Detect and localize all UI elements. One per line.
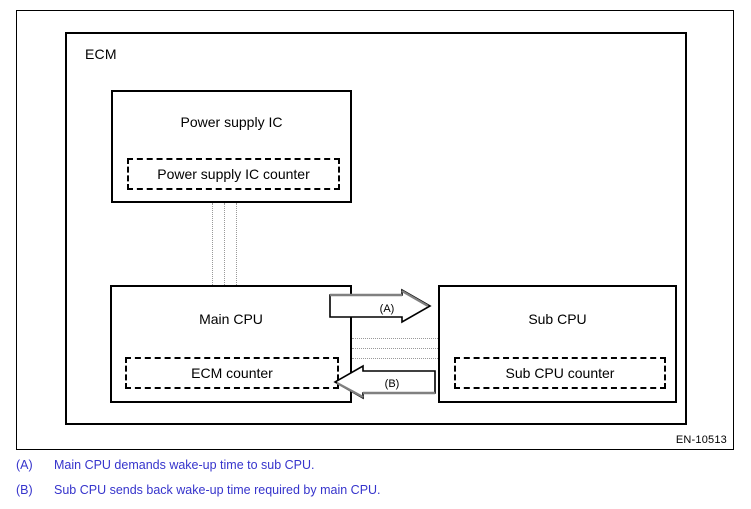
power-supply-ic-title: Power supply IC	[180, 114, 283, 130]
figure-frame: ECM Power supply IC Power supply IC coun…	[16, 10, 734, 450]
cpu-link-dotted-line-2	[352, 348, 438, 349]
cpu-link-dotted-line-3	[352, 358, 438, 359]
main-cpu-title: Main CPU	[199, 311, 263, 327]
figure-id-label: EN-10513	[675, 434, 727, 446]
legend-item-a: (A) Main CPU demands wake-up time to sub…	[16, 458, 734, 472]
bus-dotted-line-3	[236, 203, 237, 285]
bus-dotted-line-2	[224, 203, 225, 285]
legend-text-b: Sub CPU sends back wake-up time required…	[54, 483, 381, 497]
bus-dotted-line-1	[212, 203, 213, 285]
ecm-counter: ECM counter	[125, 357, 339, 389]
legend-key-a: (A)	[16, 458, 33, 472]
sub-cpu-title: Sub CPU	[528, 311, 587, 327]
sub-cpu-counter: Sub CPU counter	[454, 357, 666, 389]
legend: (A) Main CPU demands wake-up time to sub…	[16, 458, 734, 508]
arrow-b-label: (B)	[384, 378, 400, 390]
legend-key-b: (B)	[16, 483, 33, 497]
legend-text-a: Main CPU demands wake-up time to sub CPU…	[54, 458, 315, 472]
arrow-left-icon	[333, 364, 436, 400]
arrow-right-icon	[329, 288, 432, 324]
ecm-label: ECM	[85, 46, 117, 62]
main-cpu-block: Main CPU ECM counter	[110, 285, 352, 403]
power-supply-ic-counter: Power supply IC counter	[127, 158, 340, 190]
ecm-container: ECM Power supply IC Power supply IC coun…	[65, 32, 687, 425]
legend-item-b: (B) Sub CPU sends back wake-up time requ…	[16, 483, 734, 497]
power-supply-ic-block: Power supply IC Power supply IC counter	[111, 90, 352, 203]
cpu-link-dotted-line-1	[352, 338, 438, 339]
sub-cpu-block: Sub CPU Sub CPU counter	[438, 285, 677, 403]
arrow-a-label: (A)	[379, 303, 395, 315]
